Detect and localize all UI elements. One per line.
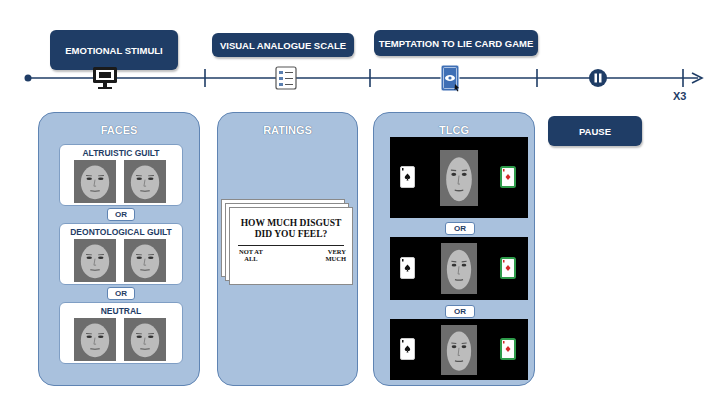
or-box: OR: [107, 208, 135, 221]
node-text: RATINGS: [218, 124, 357, 136]
scale-anchor: NOT AT ALL: [236, 248, 266, 262]
node-text: OR: [454, 224, 466, 233]
condition-box: ALTRUISTIC GUILT: [59, 144, 183, 206]
stage-header: TEMPTATION TO LIE CARD GAME: [374, 30, 538, 56]
scale-line: [238, 245, 344, 246]
node-text: TEMPTATION TO LIE CARD GAME: [379, 38, 534, 49]
node-text: FACES: [39, 124, 199, 136]
node-text: OR: [454, 307, 466, 316]
stage-panel: RATINGS HOW MUCH DISGUST DID YOU FEEL? NOT…: [217, 112, 358, 386]
node-text: OR: [115, 289, 127, 298]
condition-box: NEUTRAL: [59, 302, 183, 364]
stage-panel: TLCG OR OR: [373, 112, 535, 386]
rating-question: HOW MUCH DISGUST DID YOU FEEL?: [230, 218, 352, 240]
node-text: PAUSE: [579, 126, 611, 137]
node-text: OR: [115, 210, 127, 219]
node-text: TLCG: [374, 124, 534, 136]
node-text: VISUAL ANALOGUE SCALE: [220, 40, 346, 51]
condition-box: DEONTOLOGICAL GUILT: [59, 223, 183, 285]
node-text: ALTRUISTIC GUILT: [60, 148, 182, 158]
or-box: OR: [445, 305, 475, 318]
repeat-label: X3: [673, 90, 686, 102]
rating-card: HOW MUCH DISGUST DID YOU FEEL? NOT AT ALL…: [229, 207, 353, 285]
node-text: DEONTOLOGICAL GUILT: [60, 227, 182, 237]
node-text: NEUTRAL: [60, 306, 182, 316]
scale-anchors: NOT AT ALL VERY MUCH: [230, 248, 352, 262]
or-box: OR: [107, 287, 135, 300]
stage-header: EMOTIONAL STIMULI: [50, 30, 178, 70]
node-text: EMOTIONAL STIMULI: [65, 45, 162, 56]
stage-panel: FACES ALTRUISTIC GUILT OR DEONTOLOGICAL GUI…: [38, 112, 200, 386]
or-box: OR: [445, 222, 475, 235]
stage-header: VISUAL ANALOGUE SCALE: [212, 33, 354, 57]
pause-header: PAUSE: [548, 116, 642, 146]
scale-anchor: VERY MUCH: [316, 248, 346, 262]
